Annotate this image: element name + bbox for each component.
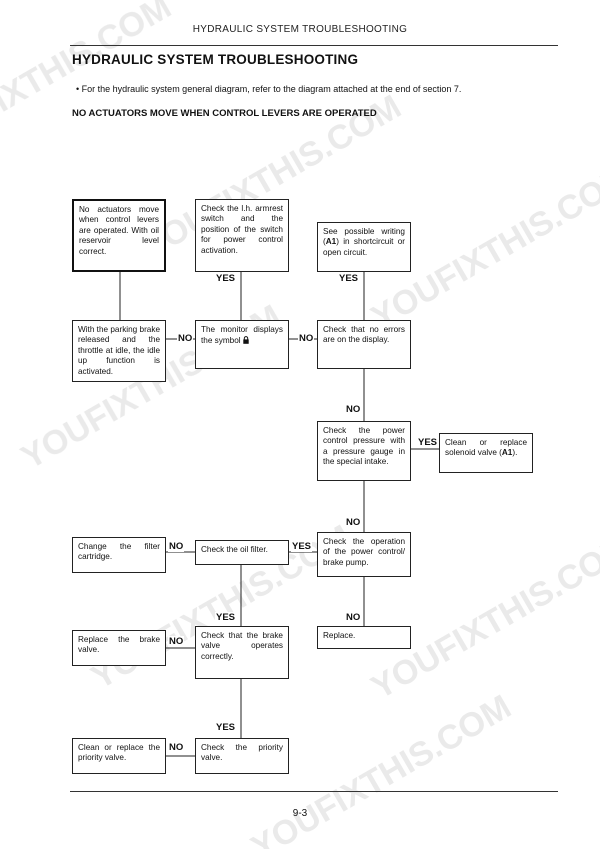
header-rule [70,45,558,46]
footer-rule [70,791,558,792]
check-errors-box: Check that no errors are on the display. [317,320,411,369]
no-label: NO [168,742,185,753]
lock-icon [242,336,249,345]
no-label: NO [345,612,362,623]
writing-text-pre: See possible writing ( [323,227,405,247]
check-armrest-switch-box: Check the l.h. armrest switch and the po… [195,199,289,272]
solenoid-valve-box: Clean or replace solenoid valve (A1). [439,433,533,473]
page-number: 9-3 [292,808,308,819]
parking-brake-idle-box: With the parking brake released and the … [72,320,166,382]
see-writing-box: See possible writing (A1) in shortcircui… [317,222,411,272]
section-title: NO ACTUATORS MOVE WHEN CONTROL LEVERS AR… [72,108,377,119]
yes-label: YES [215,722,237,733]
no-label: NO [168,636,185,647]
no-label: NO [168,541,185,552]
yes-label: YES [338,273,360,284]
replace-box: Replace. [317,626,411,649]
check-brake-valve-box: Check that the brake valve operates corr… [195,626,289,679]
check-oil-filter-box: Check the oil filter. [195,540,289,565]
solenoid-text-pre: Clean or replace solenoid valve ( [445,438,527,458]
check-pressure-box: Check the power control pressure with a … [317,421,411,481]
running-header: HYDRAULIC SYSTEM TROUBLESHOOTING [192,24,408,35]
diagram-note: • For the hydraulic system general diagr… [76,84,462,94]
yes-label: YES [215,612,237,623]
check-pump-box: Check the operation of the power control… [317,532,411,577]
no-label: NO [177,333,194,344]
no-label: NO [345,404,362,415]
monitor-text: The monitor displays the symbol [201,325,283,346]
yes-label: YES [215,273,237,284]
writing-text-post: ) in shortcircuit or open circuit. [323,237,405,257]
start-box-no-actuators: No actuators move when control levers ar… [72,199,166,272]
writing-code: A1 [325,237,337,247]
yes-label: YES [417,437,439,448]
no-label: NO [298,333,315,344]
check-priority-valve-box: Check the priority valve. [195,738,289,774]
solenoid-code: A1 [501,448,513,458]
replace-priority-valve-box: Clean or replace the priority valve. [72,738,166,774]
change-filter-box: Change the filter cartridge. [72,537,166,573]
solenoid-text-post: ). [512,448,518,458]
page-title: HYDRAULIC SYSTEM TROUBLESHOOTING [72,52,359,67]
yes-label: YES [291,541,313,552]
replace-brake-valve-box: Replace the brake valve. [72,630,166,666]
no-label: NO [345,517,362,528]
monitor-symbol-box: The monitor displays the symbol [195,320,289,369]
